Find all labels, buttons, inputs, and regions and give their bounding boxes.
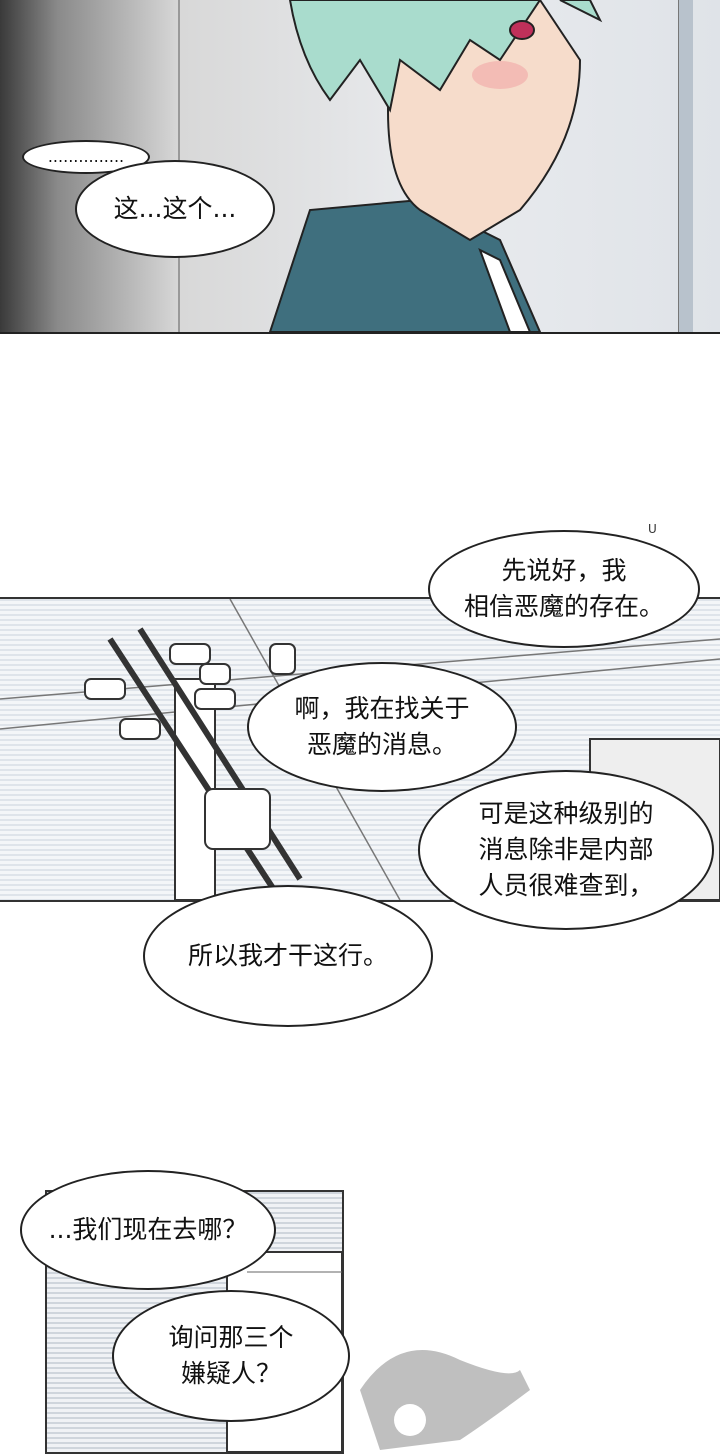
sfx-mark: U bbox=[648, 522, 657, 536]
bubble-text: 这...这个... bbox=[113, 194, 237, 223]
bubble-text: 可是这种级别的 消息除非是内部 人员很难查到， bbox=[478, 799, 654, 900]
speech-bubble: 啊，我在找关于 恶魔的消息。 bbox=[247, 662, 517, 792]
character-silhouette bbox=[360, 1350, 530, 1450]
speech-bubble: 询问那三个 嫌疑人？ bbox=[112, 1290, 350, 1422]
character-illustration bbox=[268, 0, 603, 332]
speech-bubble: 可是这种级别的 消息除非是内部 人员很难查到， bbox=[418, 770, 714, 930]
bubble-text: 所以我才干这行。 bbox=[187, 941, 388, 970]
speech-bubble: 这...这个... bbox=[75, 160, 275, 258]
window-frame-right bbox=[678, 0, 693, 332]
speech-bubble: 先说好，我 相信恶魔的存在。 bbox=[428, 530, 700, 648]
bubble-text: 啊，我在找关于 恶魔的消息。 bbox=[294, 694, 470, 759]
bubble-text: ............... bbox=[47, 147, 125, 166]
speech-bubble: 所以我才干这行。 bbox=[143, 885, 433, 1027]
bubble-text: 询问那三个 嫌疑人？ bbox=[168, 1323, 294, 1388]
bubble-text: ...我们现在去哪？ bbox=[48, 1215, 248, 1244]
bubble-text: 先说好，我 相信恶魔的存在。 bbox=[463, 556, 664, 621]
panel-1: ............... 这...这个... bbox=[0, 0, 720, 334]
speech-bubble: ...我们现在去哪？ bbox=[20, 1170, 276, 1290]
